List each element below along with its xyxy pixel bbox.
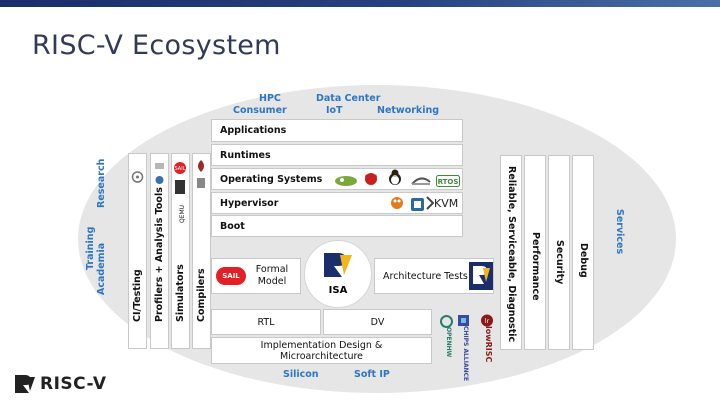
openhw-logo: OPENHW: [440, 313, 453, 364]
simulator-logos-icon: SAIL QEMU: [173, 158, 187, 230]
svg-text:SAIL: SAIL: [175, 166, 186, 172]
implementation-box: Implementation Design & Microarchitectur…: [211, 337, 432, 364]
reliable-label: Reliable, Serviceable, Diagnostic: [506, 166, 517, 343]
operating-systems-label: Operating Systems: [220, 173, 323, 185]
isa-label: ISA: [328, 285, 348, 296]
stack-boot: Boot: [211, 215, 463, 237]
boot-label: Boot: [220, 220, 245, 232]
chips-alliance-label: CHIPS ALLIANCE: [462, 326, 469, 382]
sail-badge: SAIL: [216, 267, 246, 285]
dv-label: DV: [370, 316, 385, 328]
simulators-label: Simulators: [175, 264, 186, 322]
footer-brand-text: RISC-V: [40, 374, 107, 394]
market-networking: Networking: [377, 105, 440, 116]
market-iot: IoT: [326, 105, 343, 116]
performance-label: Performance: [530, 232, 541, 301]
xvisor-logo-icon: [390, 195, 404, 210]
column-debug: [572, 155, 594, 350]
formal-model-label: Formal Model: [255, 264, 289, 287]
hypervisor-label: Hypervisor: [220, 197, 279, 209]
lowrisc-label: lowRISC: [484, 326, 493, 363]
security-label: Security: [554, 240, 565, 285]
kvm-logo: KVM: [426, 195, 460, 211]
architecture-tests-label: Architecture Tests: [383, 270, 468, 282]
market-hpc: HPC: [259, 93, 281, 104]
compiler-logos-icon: [194, 158, 208, 198]
risc-v-badge-icon: [469, 262, 493, 290]
architecture-tests-box: Architecture Tests: [374, 258, 494, 294]
buildbot-logo-icon: [131, 163, 144, 191]
tux-linux-icon: [388, 169, 402, 186]
column-performance: [524, 155, 546, 350]
stack-hypervisor: Hypervisor: [211, 192, 463, 214]
column-security: [548, 155, 570, 350]
isa-circle: ISA: [304, 240, 372, 308]
svg-text:RTOS: RTOS: [438, 178, 459, 186]
stack-runtimes: Runtimes: [211, 144, 463, 166]
lowrisc-logo: lr lowRISC: [480, 312, 494, 364]
dv-box: DV: [323, 309, 432, 335]
implementation-label: Implementation Design & Microarchitectur…: [260, 339, 383, 362]
risc-v-brand-icon: [15, 375, 35, 393]
column-compilers: [192, 153, 211, 349]
svg-text:QEMU: QEMU: [179, 205, 186, 223]
freebsd-daemon-icon: [363, 170, 379, 186]
zephyr-logo-icon: [410, 172, 432, 185]
column-ci-testing: [128, 153, 147, 349]
freebsd-logo-icon: [334, 172, 358, 186]
kvm-label: KVM: [434, 196, 459, 210]
rtl-label: RTL: [257, 316, 275, 328]
runtimes-label: Runtimes: [220, 149, 271, 161]
label-soft-ip: Soft IP: [354, 369, 390, 380]
label-services: Services: [614, 209, 625, 255]
rtl-box: RTL: [211, 309, 321, 335]
column-simulators: [171, 153, 190, 349]
column-reliable: [500, 155, 522, 350]
rtos-logo-icon: RTOS: [436, 172, 460, 187]
market-consumer: Consumer: [233, 105, 287, 116]
formal-model-box: SAIL Formal Model: [211, 258, 301, 294]
label-training: Training: [85, 226, 96, 270]
column-profilers: [150, 153, 169, 349]
top-accent-bar: [0, 0, 720, 7]
stack-applications: Applications: [211, 119, 463, 142]
svg-text:lr: lr: [485, 318, 490, 325]
market-data-center: Data Center: [316, 93, 381, 104]
ci-testing-label: CI/Testing: [132, 269, 143, 322]
risc-v-logo-icon: [324, 253, 352, 277]
debug-label: Debug: [578, 243, 589, 278]
xen-logo-icon: [411, 196, 424, 211]
profiler-logo-icon: [153, 160, 166, 188]
label-silicon: Silicon: [283, 369, 319, 380]
chips-alliance-logo: CHIPS ALLIANCE: [457, 312, 470, 381]
compilers-label: Compilers: [196, 268, 207, 323]
page-title: RISC-V Ecosystem: [32, 30, 281, 61]
label-research: Research: [96, 158, 107, 208]
label-academia: Academia: [96, 242, 107, 295]
profilers-label: Profilers + Analysis Tools: [154, 187, 165, 322]
openhw-label: OPENHW: [445, 327, 452, 358]
applications-label: Applications: [220, 125, 287, 136]
footer-risc-v-logo: RISC-V: [14, 373, 134, 395]
